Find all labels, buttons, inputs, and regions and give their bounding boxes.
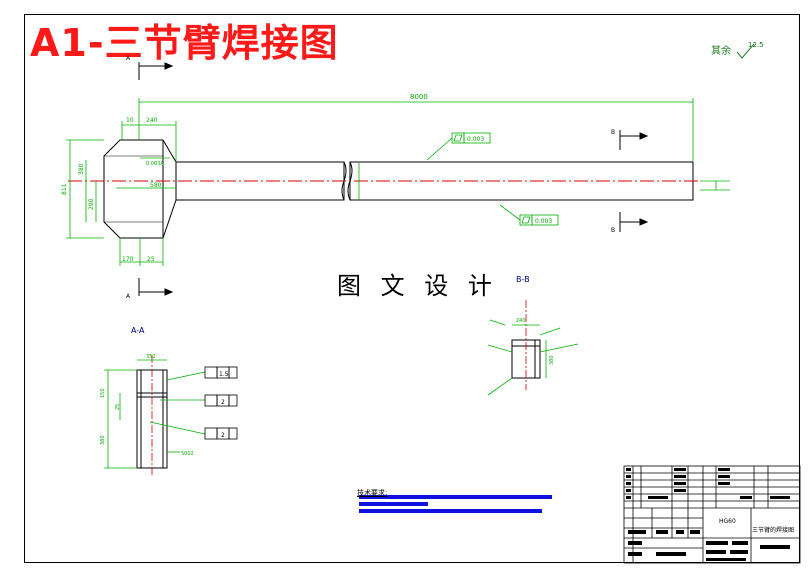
svg-text:170: 170 [122, 256, 134, 263]
section-bb-label: B-B [516, 275, 530, 284]
main-dimensions [66, 98, 730, 266]
roughness-symbol [736, 43, 755, 59]
svg-text:10: 10 [126, 117, 134, 124]
title-block [623, 465, 801, 564]
svg-text:2: 2 [221, 432, 225, 439]
svg-text:352: 352 [146, 354, 156, 360]
svg-text:5002: 5002 [181, 451, 194, 457]
svg-text:380: 380 [100, 435, 106, 445]
drawing-title: A1-三节臂焊接图 [30, 21, 339, 65]
svg-text:150: 150 [100, 388, 106, 398]
boom-head-outline [103, 139, 177, 239]
title-block-part-name: 三节臂的焊接图 [752, 527, 795, 534]
other-roughness-label: 其余 [711, 46, 731, 57]
other-roughness-value: 12.5 [748, 41, 764, 49]
svg-text:240: 240 [516, 318, 526, 324]
svg-text:380: 380 [78, 163, 85, 175]
flatness-value-2: 0.003 [535, 218, 552, 225]
section-aa-dims [104, 359, 206, 469]
svg-text:A: A [126, 293, 131, 300]
tech-note-line-3 [359, 509, 542, 513]
svg-text:580: 580 [150, 182, 162, 189]
section-aa-label: A-A [131, 326, 145, 335]
flatness-frame-2 [519, 214, 559, 226]
tech-requirements-heading: 技术要求: [357, 489, 388, 497]
watermark-text: 图 文 设 计 [337, 272, 498, 300]
title-block-material: HG60 [719, 518, 736, 525]
svg-text:811: 811 [61, 183, 68, 195]
svg-text:380: 380 [549, 355, 555, 365]
main-view [103, 139, 694, 239]
svg-text:2: 2 [221, 399, 225, 406]
svg-text:0.003A: 0.003A [146, 161, 164, 167]
section-a-markers [138, 62, 649, 296]
flatness-value-1: 0.003 [467, 136, 484, 143]
overall-length-dim: 8000 [410, 93, 428, 101]
svg-text:290: 290 [88, 198, 95, 210]
tech-note-line-2 [359, 502, 428, 506]
svg-text:B: B [611, 227, 615, 234]
flatness-frame-1 [451, 132, 491, 144]
svg-text:25: 25 [147, 256, 155, 263]
aa-tolerance-frames [204, 366, 238, 440]
tech-note-line-1 [359, 495, 552, 499]
title-block-fills [626, 468, 790, 561]
drawing-border [24, 14, 800, 563]
section-bb-dims [487, 319, 579, 396]
svg-text:25: 25 [115, 404, 121, 410]
svg-text:A: A [126, 55, 131, 62]
svg-text:B: B [611, 129, 615, 136]
svg-text:1.5: 1.5 [219, 371, 229, 378]
svg-text:240: 240 [146, 117, 158, 124]
